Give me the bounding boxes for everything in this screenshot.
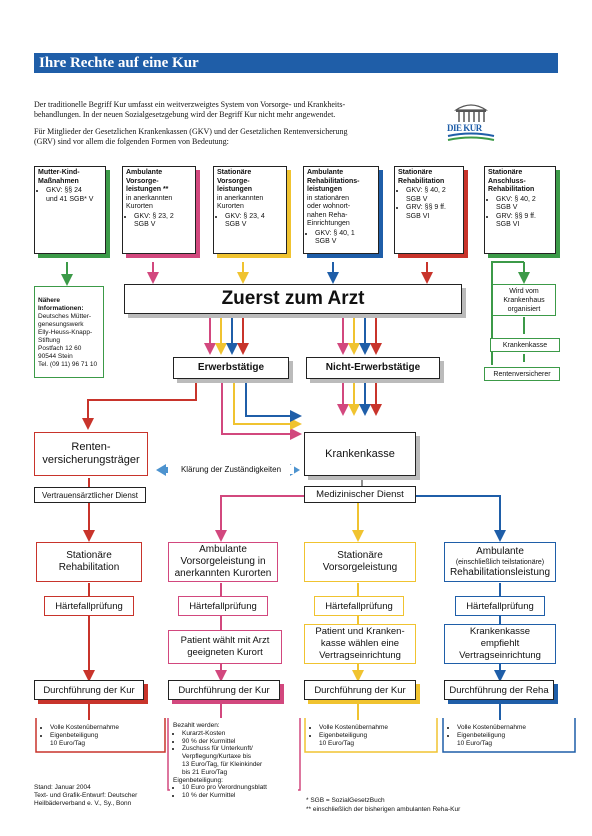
col4-heading-end: Rehabilitationsleistung bbox=[449, 566, 551, 578]
info-title: Nähere Informationen: bbox=[38, 297, 84, 312]
col2-cost-list: Bezahlt werden: Kurarzt-Kosten 90 % der … bbox=[170, 720, 298, 802]
category-mutter-kind: Mutter-Kind- Maßnahmen GKV: §§ 24 und 41… bbox=[34, 166, 106, 254]
category-item: GRV: §§ 9 ff. SGB VI bbox=[406, 204, 460, 221]
category-stationaere-vorsorge: Stationäre Vorsorge- leistungen in anerk… bbox=[213, 166, 287, 254]
col3-haertefall: Härtefallprüfung bbox=[314, 596, 404, 616]
krankenkasse-box: Krankenkasse bbox=[304, 432, 416, 476]
list-item: Eigenbeteiligung 10 Euro/Tag bbox=[319, 732, 430, 748]
intro-paragraph-2: Für Mitglieder der Gesetzlichen Krankenk… bbox=[34, 127, 348, 146]
list-item: Zuschuss für Unterkunft/ Verpflegung/Kur… bbox=[182, 745, 295, 776]
category-title: Stationäre Anschluss- Rehabilitation bbox=[488, 169, 535, 193]
category-anschluss-reha: Stationäre Anschluss- Rehabilitation GKV… bbox=[484, 166, 556, 254]
col3-cost-list: Volle Kostenübernahme Eigenbeteiligung 1… bbox=[307, 722, 433, 750]
col2-durchfuehrung: Durchführung der Kur bbox=[168, 680, 280, 700]
list-item: 10 % der Kurmittel bbox=[182, 792, 295, 800]
category-ambulante-vorsorge: Ambulante Vorsorge- leistungen ** in ane… bbox=[122, 166, 196, 254]
list-item: Eigenbeteiligung 10 Euro/Tag bbox=[50, 732, 159, 748]
col1-cost-list: Volle Kostenübernahme Eigenbeteiligung 1… bbox=[38, 722, 162, 750]
footnote-reha-kur: ** einschließlich der bisherigen ambulan… bbox=[306, 806, 461, 813]
category-body: in anerkannten Kurorten bbox=[126, 194, 173, 211]
col3-durchfuehrung: Durchführung der Kur bbox=[304, 680, 416, 700]
footnote-sgb: * SGB = SozialGesetzBuch bbox=[306, 797, 385, 804]
kurhaus-icon bbox=[447, 104, 495, 141]
category-title: Ambulante Rehabilitations- leistungen bbox=[307, 169, 360, 193]
category-item: GKV: § 40, 2 SGB V bbox=[496, 196, 552, 213]
col4-heading-main: Ambulante bbox=[476, 545, 524, 557]
info-box-muettergenesungswerk: Nähere Informationen: Deutsches Mütter- … bbox=[34, 286, 104, 378]
category-item: GKV: § 40, 2 SGB V bbox=[406, 187, 460, 204]
col2-haertefall: Härtefallprüfung bbox=[178, 596, 268, 616]
list-lead: Eigenbeteiligung: bbox=[173, 776, 223, 784]
col1-durchfuehrung: Durchführung der Kur bbox=[34, 680, 144, 700]
col3-step: Patient und Kranken- kasse wählen eine V… bbox=[304, 624, 416, 664]
nicht-erwerbstaetige-box: Nicht-Erwerbstätige bbox=[306, 357, 440, 379]
list-item: Volle Kostenübernahme bbox=[50, 724, 159, 732]
list-item: Volle Kostenübernahme bbox=[319, 724, 430, 732]
col3-heading: Stationäre Vorsorgeleistung bbox=[304, 542, 416, 582]
category-ambulante-reha: Ambulante Rehabilitations- leistungen in… bbox=[303, 166, 379, 254]
col2-step: Patient wählt mit Arzt geeigneten Kurort bbox=[168, 630, 282, 664]
info-body: Deutsches Mütter- genesungswerk Elly-Heu… bbox=[38, 313, 98, 368]
list-item: 90 % der Kurmittel bbox=[182, 738, 295, 746]
logo-text: DIE KUR bbox=[447, 123, 482, 133]
category-title: Ambulante Vorsorge- leistungen ** bbox=[126, 169, 169, 193]
category-stationaere-reha: Stationäre Rehabilitation GKV: § 40, 2 S… bbox=[394, 166, 464, 254]
erwerbstaetige-box: Erwerbstätige bbox=[173, 357, 289, 379]
col4-heading: Ambulante (einschließlich teilstationäre… bbox=[444, 542, 556, 582]
col4-step: Krankenkasse empfiehlt Vertragseinrichtu… bbox=[444, 624, 556, 664]
list-item: 10 Euro pro Verordnungsblatt bbox=[182, 784, 295, 792]
col4-cost-list: Volle Kostenübernahme Eigenbeteiligung 1… bbox=[445, 722, 571, 750]
list-item: Eigenbeteiligung 10 Euro/Tag bbox=[457, 732, 568, 748]
zuerst-zum-arzt-box: Zuerst zum Arzt bbox=[124, 284, 462, 314]
vertrauensarzt-box: Vertrauensärztlicher Dienst bbox=[34, 487, 146, 503]
category-item: GRV: §§ 9 ff. SGB VI bbox=[496, 213, 552, 230]
list-item: Volle Kostenübernahme bbox=[457, 724, 568, 732]
die-kur-logo: DIE KUR bbox=[444, 100, 498, 142]
category-title: Stationäre Rehabilitation bbox=[398, 169, 445, 185]
category-item: GKV: § 40, 1 SGB V bbox=[315, 230, 375, 247]
rentenversicherungstraeger-box: Renten- versicherungsträger bbox=[34, 432, 148, 476]
category-item: GKV: § 23, 4 SGB V bbox=[225, 213, 283, 230]
col4-haertefall: Härtefallprüfung bbox=[455, 596, 545, 616]
col1-heading: Stationäre Rehabilitation bbox=[36, 542, 142, 582]
right-krankenkasse-box: Krankenkasse bbox=[490, 338, 560, 352]
category-title: Mutter-Kind- Maßnahmen bbox=[38, 169, 80, 185]
intro-paragraph-1: Der traditionelle Begriff Kur umfasst ei… bbox=[34, 100, 346, 119]
hospital-note: Wird vom Krankenhaus organisiert bbox=[492, 284, 556, 316]
category-title: Stationäre Vorsorge- leistungen bbox=[217, 169, 253, 193]
medizinischer-dienst-box: Medizinischer Dienst bbox=[304, 486, 416, 503]
category-item: GKV: § 23, 2 SGB V bbox=[134, 213, 192, 230]
category-body: in stationären oder wohnort- nahen Reha-… bbox=[307, 194, 351, 228]
page-title: Ihre Rechte auf eine Kur bbox=[34, 53, 558, 73]
klaerung-label: Klärung der Zuständigkeiten bbox=[168, 465, 294, 474]
col2-heading: Ambulante Vorsorgeleistung in anerkannte… bbox=[168, 542, 278, 582]
col4-heading-sub: (einschließlich teilstationäre) bbox=[455, 558, 545, 566]
col4-durchfuehrung: Durchführung der Reha bbox=[444, 680, 554, 700]
right-rentenversicherer-box: Rentenversicherer bbox=[484, 367, 560, 381]
list-lead: Bezahlt werden: bbox=[173, 722, 220, 729]
category-item: GKV: §§ 24 und 41 SGB* V bbox=[46, 187, 102, 204]
list-item: Kurarzt-Kosten bbox=[182, 730, 295, 738]
category-body: in anerkannten Kurorten bbox=[217, 194, 264, 211]
footer-credits: Stand: Januar 2004 Text- und Grafik-Entw… bbox=[34, 784, 138, 807]
col1-haertefall: Härtefallprüfung bbox=[44, 596, 134, 616]
